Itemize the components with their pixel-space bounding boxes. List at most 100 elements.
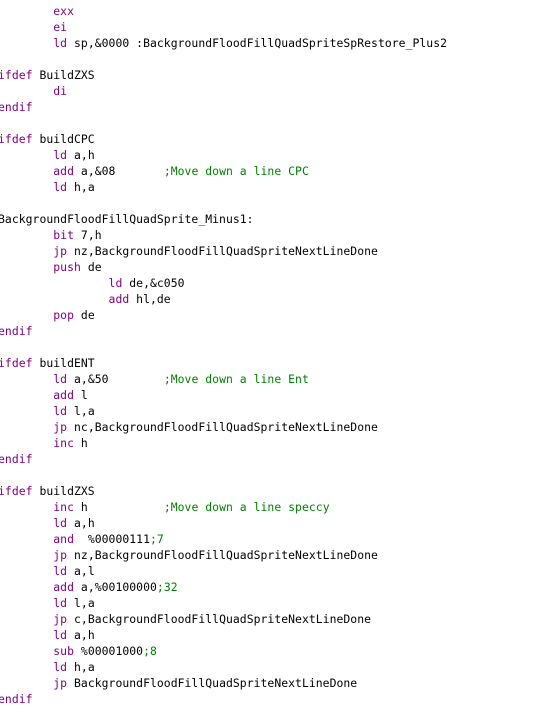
- code-line: inc h ;Move down a line speccy: [0, 499, 330, 515]
- text-token: [0, 644, 53, 658]
- text-token: [0, 36, 53, 50]
- text-token: c,BackgroundFloodFillQuadSpriteNextLineD…: [67, 612, 372, 626]
- keyword-token: add: [108, 292, 130, 306]
- keyword-token: ld: [53, 36, 68, 50]
- text-token: [0, 548, 53, 562]
- keyword-token: jp: [53, 612, 68, 626]
- keyword-token: pop: [53, 308, 74, 322]
- keyword-token: endif: [0, 324, 33, 338]
- keyword-token: ld: [53, 404, 68, 418]
- code-line: jp nz,BackgroundFloodFillQuadSpriteNextL…: [0, 243, 378, 259]
- text-token: [0, 180, 53, 194]
- code-line: ld a,h: [0, 515, 95, 531]
- comment-token: ;8: [143, 644, 157, 658]
- keyword-token: ifdef: [0, 484, 33, 498]
- text-token: [0, 20, 53, 34]
- code-line: ld a,l: [0, 563, 95, 579]
- text-token: nz,BackgroundFloodFillQuadSpriteNextLine…: [67, 548, 378, 562]
- text-token: nz,BackgroundFloodFillQuadSpriteNextLine…: [67, 244, 378, 258]
- text-token: [0, 84, 53, 98]
- keyword-token: inc: [53, 436, 74, 450]
- text-token: [0, 436, 53, 450]
- code-line: inc h: [0, 435, 88, 451]
- keyword-token: push: [53, 260, 81, 274]
- comment-token: ;32: [156, 580, 178, 594]
- code-line: ld l,a: [0, 595, 95, 611]
- code-line: endif: [0, 323, 33, 339]
- code-line: jp nz,BackgroundFloodFillQuadSpriteNextL…: [0, 547, 378, 563]
- keyword-token: ifdef: [0, 356, 33, 370]
- keyword-token: di: [53, 84, 68, 98]
- keyword-token: jp: [53, 548, 68, 562]
- code-line: exx: [0, 3, 74, 19]
- text-token: [0, 532, 53, 546]
- keyword-token: ei: [53, 20, 68, 34]
- text-token: a,l: [67, 564, 95, 578]
- code-line: endif: [0, 691, 33, 707]
- keyword-token: ld: [53, 628, 68, 642]
- code-line: ld a,h: [0, 147, 95, 163]
- code-line: add a,%00100000;32: [0, 579, 178, 595]
- text-token: h: [74, 500, 164, 514]
- text-token: l,a: [67, 404, 95, 418]
- keyword-token: endif: [0, 452, 33, 466]
- keyword-token: ld: [53, 660, 68, 674]
- code-line: endif: [0, 451, 33, 467]
- text-token: sp,&0000 :BackgroundFloodFillQuadSpriteS…: [67, 36, 448, 50]
- keyword-token: add: [53, 580, 74, 594]
- code-line: ld h,a: [0, 659, 95, 675]
- code-line: ld sp,&0000 :BackgroundFloodFillQuadSpri…: [0, 35, 447, 51]
- text-token: [0, 580, 53, 594]
- keyword-token: sub: [53, 644, 74, 658]
- text-token: buildCPC: [32, 132, 95, 146]
- text-token: 7,h: [74, 228, 102, 242]
- code-line: jp nc,BackgroundFloodFillQuadSpriteNextL…: [0, 419, 378, 435]
- text-token: h,a: [67, 660, 95, 674]
- text-token: [0, 596, 53, 610]
- code-line: and %00000111;7: [0, 531, 164, 547]
- text-token: a,h: [67, 628, 95, 642]
- text-token: [0, 628, 53, 642]
- keyword-token: ld: [53, 372, 68, 386]
- text-token: de,&c050: [122, 276, 185, 290]
- code-line: BackgroundFloodFillQuadSprite_Minus1:: [0, 211, 254, 227]
- code-line: ifdef buildZXS: [0, 483, 95, 499]
- text-token: buildZXS: [32, 484, 95, 498]
- text-token: h,a: [67, 180, 95, 194]
- text-token: BackgroundFloodFillQuadSprite_Minus1:: [0, 212, 254, 226]
- code-line: ifdef buildCPC: [0, 131, 95, 147]
- comment-token: ;Move down a line speccy: [163, 500, 330, 514]
- keyword-token: and: [53, 532, 74, 546]
- text-token: [0, 244, 53, 258]
- text-token: [0, 276, 109, 290]
- text-token: buildENT: [32, 356, 95, 370]
- code-line: ld a,h: [0, 627, 95, 643]
- keyword-token: add: [53, 388, 74, 402]
- keyword-token: ld: [53, 564, 68, 578]
- code-line: ifdef buildENT: [0, 355, 95, 371]
- text-token: %00000111: [74, 532, 150, 546]
- text-token: [0, 228, 53, 242]
- text-token: %00001000: [74, 644, 144, 658]
- text-token: de: [80, 260, 102, 274]
- text-token: a,h: [67, 148, 95, 162]
- comment-token: ;Move down a line CPC: [163, 164, 309, 178]
- keyword-token: bit: [53, 228, 74, 242]
- text-token: [0, 388, 53, 402]
- keyword-token: endif: [0, 692, 33, 706]
- code-line: ei: [0, 19, 67, 35]
- text-token: [0, 404, 53, 418]
- keyword-token: jp: [53, 244, 68, 258]
- text-token: a,&50: [67, 372, 164, 386]
- comment-token: ;7: [150, 532, 164, 546]
- code-line: jp c,BackgroundFloodFillQuadSpriteNextLi…: [0, 611, 371, 627]
- code-line: ld de,&c050: [0, 275, 185, 291]
- text-token: h: [74, 436, 88, 450]
- text-token: [0, 516, 53, 530]
- text-token: [0, 164, 53, 178]
- text-token: [0, 500, 53, 514]
- text-token: [0, 308, 53, 322]
- code-line: bit 7,h: [0, 227, 102, 243]
- code-line: ifdef BuildZXS: [0, 67, 95, 83]
